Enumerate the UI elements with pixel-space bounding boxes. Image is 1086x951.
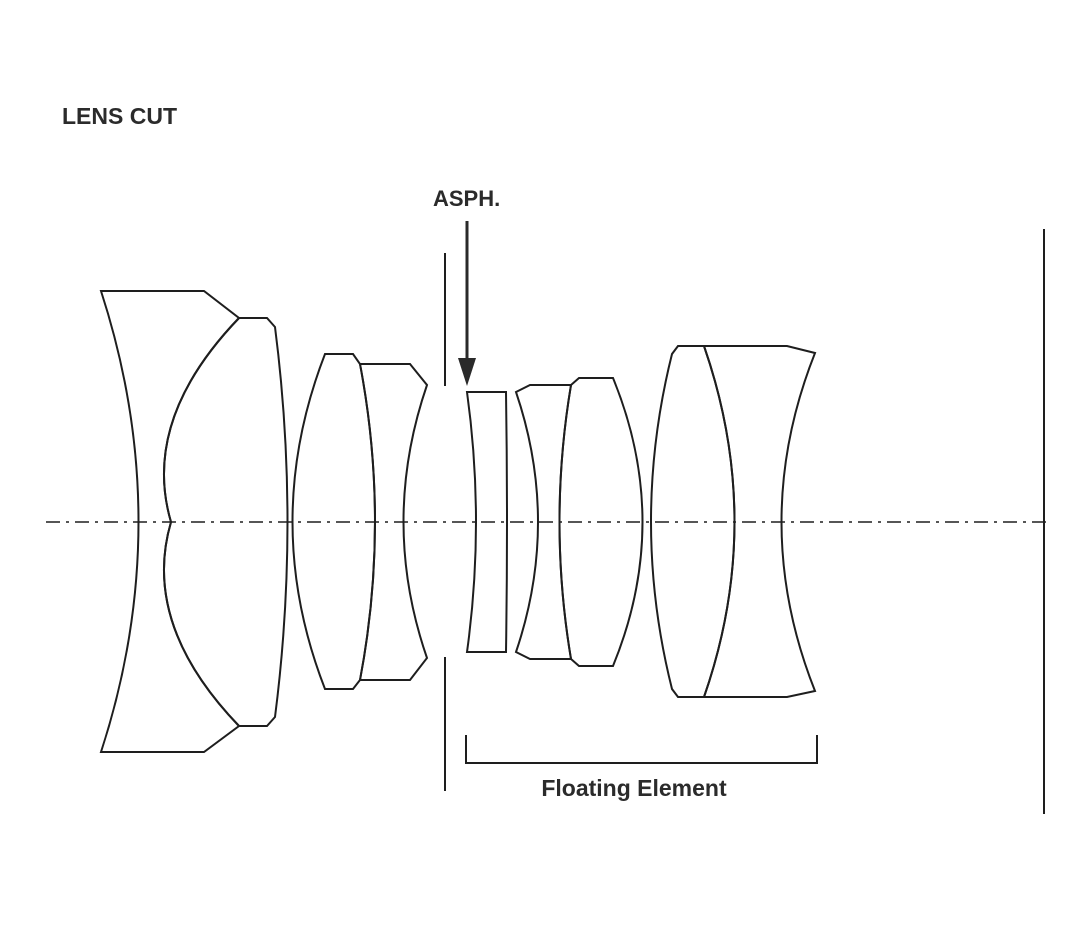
lens-group-2 <box>291 353 429 690</box>
lens-element-3 <box>291 353 376 690</box>
floating-element-bracket <box>465 735 818 764</box>
lens-element-2 <box>163 317 289 727</box>
diagram-title: LENS CUT <box>62 103 177 129</box>
aspherical-element <box>465 391 508 653</box>
asph-callout: ASPH. <box>433 186 500 386</box>
lens-group-1 <box>99 290 289 753</box>
lens-element-9 <box>702 345 817 698</box>
lens-group-3 <box>514 377 644 667</box>
lens-element-4 <box>358 363 429 681</box>
floating-element-callout: Floating Element <box>465 735 818 801</box>
floating-element-label: Floating Element <box>541 775 727 801</box>
lens-group-4 <box>650 345 817 698</box>
asph-label: ASPH. <box>433 186 500 211</box>
lens-element-7 <box>558 377 644 667</box>
asph-arrow-head <box>458 358 476 386</box>
